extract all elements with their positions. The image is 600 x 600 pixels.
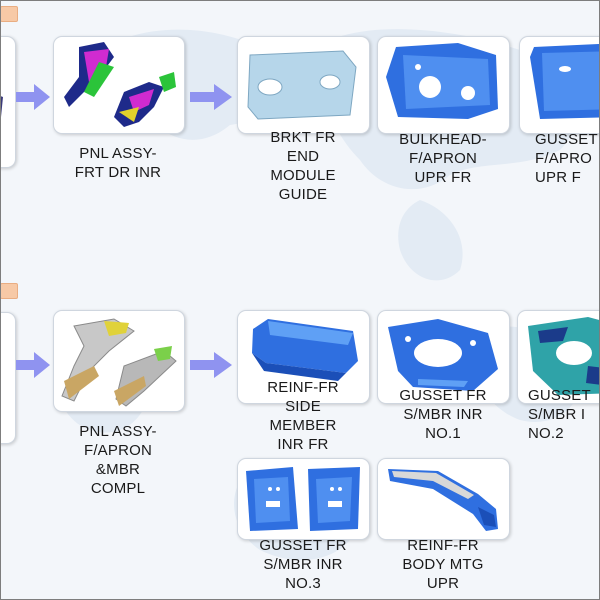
- arrow-right-icon: [190, 352, 232, 378]
- source-part-image: [0, 95, 3, 118]
- row2-assembly-label: PNL ASSY- F/APRON &MBR COMPL: [79, 423, 157, 497]
- source-part-image: [0, 362, 1, 378]
- row2-part5-label: REINF-FR BODY MTG UPR: [402, 537, 484, 592]
- row1-part3-label: GUSSET F/APRO UPR F: [535, 131, 598, 186]
- row1-part2-card: [377, 36, 510, 134]
- row2-part1-label: REINF-FR SIDE MEMBER INR FR: [267, 379, 339, 453]
- row2-source-card: [0, 312, 16, 444]
- gusset-no3-image: [246, 467, 360, 531]
- row1-part1-label: BRKT FR END MODULE GUIDE: [270, 129, 336, 203]
- row1-tag: [0, 6, 18, 22]
- arrow-right-icon: [16, 352, 50, 378]
- reinf-side-member-image: [252, 319, 358, 381]
- row2-part3-card: [517, 310, 600, 404]
- assembly-part-image: [61, 318, 177, 407]
- row2-part4-label: GUSSET FR S/MBR INR NO.3: [259, 537, 347, 592]
- bulkhead-part-image: [386, 43, 498, 119]
- row1-part1-card: [237, 36, 370, 134]
- reinf-body-mtg-image: [388, 469, 498, 531]
- row1-assembly-card: [53, 36, 185, 134]
- row2-part2-label: GUSSET FR S/MBR INR NO.1: [399, 387, 487, 442]
- row2-part1-card: [237, 310, 370, 404]
- brkt-part-image: [247, 50, 357, 120]
- row2-part3-label: GUSSET S/MBR I NO.2: [528, 387, 591, 442]
- arrow-right-icon: [190, 84, 232, 110]
- row1-source-card: [0, 36, 16, 168]
- row1-assembly-label: PNL ASSY- FRT DR INR: [74, 145, 162, 181]
- row2-tag: [0, 283, 18, 299]
- row1-part2-label: BULKHEAD- F/APRON UPR FR: [399, 131, 487, 186]
- gusset-part-image: [530, 43, 600, 119]
- gusset-no1-image: [388, 319, 498, 391]
- row2-part5-card: [377, 458, 510, 540]
- gusset-no2-image: [528, 317, 600, 395]
- assembly-part-image: [64, 42, 176, 127]
- arrow-right-icon: [16, 84, 50, 110]
- row2-part2-card: [377, 310, 510, 404]
- row1-part3-card: [519, 36, 600, 134]
- row2-part4-card: [237, 458, 370, 540]
- row2-assembly-card: [53, 310, 185, 412]
